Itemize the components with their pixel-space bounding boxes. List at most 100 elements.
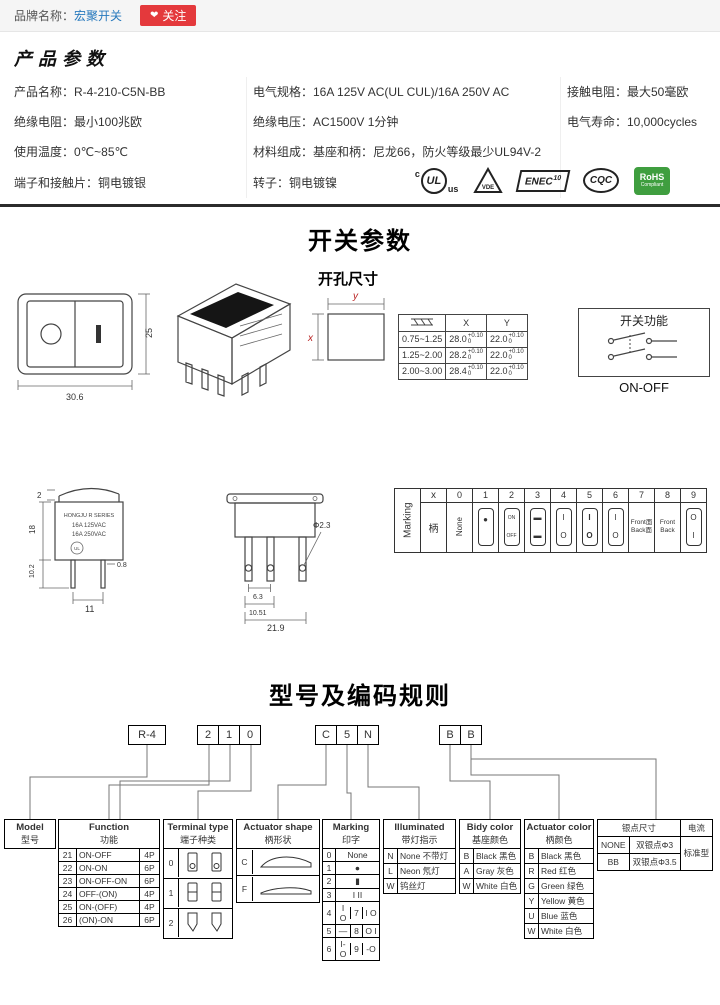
code-digit: 2 (197, 724, 219, 745)
hole-range: 1.25~2.00 (397, 346, 447, 364)
current-header: 电流 (679, 818, 714, 837)
svg-text:2: 2 (37, 491, 42, 500)
svg-text:UL: UL (74, 546, 80, 551)
svg-text:Φ2.3: Φ2.3 (313, 521, 331, 530)
code-digit: C (315, 724, 337, 745)
silver-row: BB 双银点Φ3.5 (597, 852, 713, 871)
svg-text:VDE: VDE (482, 185, 494, 191)
marking-col: 6 (602, 487, 629, 503)
param-row: 端子和接触片：铜电镀银 转子：铜电镀镍 (8, 167, 712, 198)
silver-size-header: 银点尺寸 (597, 818, 681, 837)
hole-range: 2.00~3.00 (397, 362, 447, 380)
brand-bar: 品牌名称： 宏聚开关 ❤ 关注 (0, 0, 720, 32)
silver-point-box: 银点尺寸 电流 NONE 双银点Φ3 标准型 BB 双银点Φ3.5 (597, 818, 714, 871)
actuator-shape-icon-f (252, 876, 319, 901)
marking-rotated-label: Marking (394, 488, 421, 553)
param-cell: 绝缘电压：AC1500V 1分钟 (246, 107, 560, 138)
section-divider (0, 203, 720, 207)
hole-range: 0.75~1.25 (397, 330, 447, 348)
brand-link[interactable]: 宏聚开关 (74, 9, 123, 23)
switch-perspective-drawing (176, 283, 292, 397)
code-digit: 1 (218, 724, 240, 745)
connector-lines (29, 744, 657, 819)
ul-cert-icon: c UL us (414, 167, 458, 194)
rohs-text: RoHS (639, 172, 665, 183)
follow-label: 关注 (162, 9, 187, 23)
current-value: 标准型 (679, 835, 714, 871)
marking-table: Marking x 0 1 2 3 4 5 6 7 8 9 柄 None ● O… (394, 487, 707, 553)
marking-col: 0 (446, 487, 473, 503)
hole-cutout-drawing: y x (307, 291, 385, 361)
marking-col: 1 (472, 487, 499, 503)
product-params-title: 产品参数 (14, 49, 110, 70)
switch-front-view-drawing: 30.6 25 (17, 293, 154, 402)
switch-function-title: 开关功能 (619, 313, 668, 328)
svg-text:18: 18 (28, 524, 37, 533)
marking-x-header: x (420, 487, 447, 503)
param-cell (560, 167, 712, 198)
switch-side-view-drawing: 2 HONGJU R SERIES 16A 125VAC 16A 250VAC … (28, 487, 127, 614)
param-cell (560, 137, 712, 168)
drawings-row-2: 2 HONGJU R SERIES 16A 125VAC 16A 250VAC … (0, 466, 720, 662)
svg-text:30.6: 30.6 (66, 392, 84, 402)
code-digit: N (357, 724, 379, 745)
marking-cell: None (446, 501, 473, 553)
marking-header-row: Marking x 0 1 2 3 4 5 6 7 8 9 (394, 487, 707, 553)
code-model: R-4 (128, 724, 166, 745)
svg-text:y: y (352, 291, 359, 302)
hole-size-title: 开孔尺寸 (318, 270, 379, 288)
hole-table-header: X Y (397, 313, 528, 332)
code-group-3: B B (439, 724, 482, 745)
marking-handle-header: 柄 (420, 501, 447, 553)
hole-col-x: X (445, 313, 488, 332)
code-digit: 5 (336, 724, 358, 745)
silver-row: NONE 双银点Φ3 标准型 (597, 835, 714, 871)
enec-text: ENEC (524, 175, 555, 187)
certification-icons: c UL us VDE ENEC10 CQC RoHS Compliant (414, 166, 670, 195)
svg-text:16A 250VAC: 16A 250VAC (72, 532, 107, 538)
switch-function-mode: ON-OFF (619, 379, 669, 395)
code-group-1: 2 1 0 (197, 724, 261, 745)
param-row: 使用温度：0℃~85℃ 材料组成：基座和柄：尼龙66，防火等级最少UL94V-2 (8, 137, 712, 168)
follow-button[interactable]: ❤ 关注 (140, 5, 197, 26)
enec-cert-icon: ENEC10 (516, 169, 571, 192)
silver-code: BB (597, 852, 630, 871)
rohs-cert-icon: RoHS Compliant (634, 166, 670, 195)
svg-text:0.8: 0.8 (117, 562, 127, 569)
ul-c-mark: c (414, 168, 420, 179)
param-row: 绝缘电阻：最小100兆欧 绝缘电压：AC1500V 1分钟 电气寿命：10,00… (8, 107, 712, 138)
rohs-subtext: Compliant (640, 181, 664, 188)
param-cell: 端子和接触片：铜电镀银 (14, 175, 147, 190)
svg-text:HONGJU R SERIES: HONGJU R SERIES (64, 513, 115, 519)
silver-text: 双银点Φ3.5 (628, 852, 681, 871)
